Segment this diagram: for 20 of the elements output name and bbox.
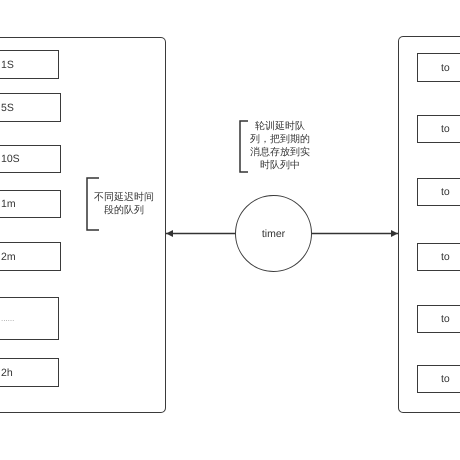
queue-box: to (417, 178, 460, 206)
queue-box: 10S (0, 145, 61, 173)
queue-panel (0, 37, 166, 413)
queue-box: to (417, 115, 460, 143)
queue-box: 2m (0, 242, 61, 271)
arrow (166, 230, 235, 237)
annotation-text: 轮训延时队列，把到期的消息存放到实时队列中 (249, 120, 311, 172)
queue-box: 5S (0, 93, 61, 122)
timer-circle: timer (235, 195, 312, 272)
annotation-text: 不同延迟时间段的队列 (93, 191, 155, 217)
queue-box: to (417, 243, 460, 271)
queue-box: 2h (0, 358, 59, 387)
queue-box: to (417, 305, 460, 333)
queue-box: 1S (0, 50, 59, 79)
arrow (312, 230, 398, 237)
queue-box: 1m (0, 190, 61, 218)
queue-panel (398, 36, 460, 413)
queue-box: to (417, 53, 460, 82)
queue-box: ...... (0, 297, 59, 340)
queue-box: to (417, 365, 460, 393)
